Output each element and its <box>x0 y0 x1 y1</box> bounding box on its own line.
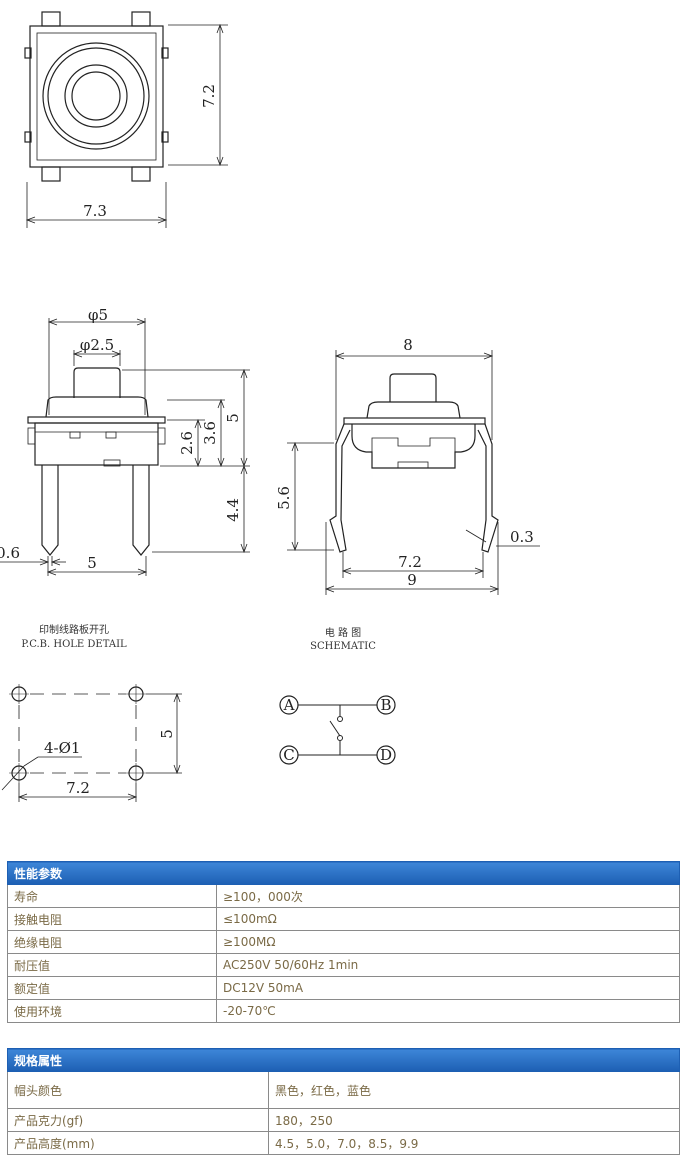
specs-table: 规格属性 帽头颜色黑色，红色，蓝色 产品克力(gf)180，250 产品高度(m… <box>7 1048 680 1155</box>
table-row: 使用环境-20-70℃ <box>7 999 680 1023</box>
pcb-pitch-y: 5 <box>158 729 176 739</box>
dim-height-3-6: 3.6 <box>201 421 219 445</box>
side-view <box>0 318 250 576</box>
terminal-d-label: D <box>380 746 392 764</box>
dim-lead-span: 9 <box>407 571 417 589</box>
row-label: 接触电阻 <box>7 907 217 931</box>
dim-lead-pitch: 7.2 <box>398 553 422 571</box>
row-value: ≥100MΩ <box>216 930 680 954</box>
table-row: 接触电阻≤100mΩ <box>7 907 680 931</box>
dim-top-height: 7.2 <box>200 84 218 108</box>
schematic-title-en: SCHEMATIC <box>310 641 376 652</box>
dim-cap-diameter: φ5 <box>88 306 108 324</box>
terminal-b-label: B <box>380 696 391 714</box>
row-value: 180，250 <box>268 1108 680 1132</box>
row-label: 寿命 <box>7 884 217 908</box>
row-label: 耐压值 <box>7 953 217 977</box>
row-label: 产品高度(mm) <box>7 1131 269 1155</box>
dim-body-width: 8 <box>403 336 413 354</box>
dim-lead-height: 5.6 <box>275 486 293 510</box>
terminal-a-label: A <box>283 696 295 714</box>
top-view <box>24 11 228 228</box>
row-value: ≤100mΩ <box>216 907 680 931</box>
table-row: 产品高度(mm)4.5，5.0，7.0，8.5，9.9 <box>7 1131 680 1155</box>
table-row: 产品克力(gf)180，250 <box>7 1108 680 1132</box>
terminal-c-label: C <box>283 746 294 764</box>
schematic-diagram <box>279 695 396 765</box>
technical-drawing: 7.3 7.2 <box>0 11 540 802</box>
dim-pin-pitch: 5 <box>87 554 97 572</box>
table-row: 帽头颜色黑色，红色，蓝色 <box>7 1071 680 1109</box>
pcb-pitch-x: 7.2 <box>66 779 90 797</box>
row-value: DC12V 50mA <box>216 976 680 1000</box>
row-label: 使用环境 <box>7 999 217 1023</box>
dim-top-width: 7.3 <box>83 202 107 220</box>
dim-height-2-6: 2.6 <box>178 431 196 455</box>
performance-header: 性能参数 <box>7 861 680 885</box>
row-value: -20-70℃ <box>216 999 680 1023</box>
pcb-hole-spec: 4-Ø1 <box>44 739 80 757</box>
dim-pin-width: 0.6 <box>0 544 20 562</box>
row-value: 黑色，红色，蓝色 <box>268 1071 680 1109</box>
pcb-hole-detail <box>1 684 182 802</box>
dim-stem-diameter: φ2.5 <box>80 336 114 354</box>
row-label: 帽头颜色 <box>7 1071 269 1109</box>
row-label: 额定值 <box>7 976 217 1000</box>
performance-table: 性能参数 寿命≥100，000次 接触电阻≤100mΩ 绝缘电阻≥100MΩ 耐… <box>7 861 680 1023</box>
row-value: ≥100，000次 <box>216 884 680 908</box>
pcb-title-en: P.C.B. HOLE DETAIL <box>21 639 127 650</box>
pcb-title-cn: 印制线路板开孔 <box>39 623 109 636</box>
row-label: 绝缘电阻 <box>7 930 217 954</box>
row-label: 产品克力(gf) <box>7 1108 269 1132</box>
table-row: 寿命≥100，000次 <box>7 884 680 908</box>
row-value: 4.5，5.0，7.0，8.5，9.9 <box>268 1131 680 1155</box>
row-value: AC250V 50/60Hz 1min <box>216 953 680 977</box>
front-view <box>287 350 540 595</box>
dim-height-5: 5 <box>224 413 242 423</box>
table-row: 绝缘电阻≥100MΩ <box>7 930 680 954</box>
dim-lead-thickness: 0.3 <box>510 528 534 546</box>
schematic-title-cn: 电 路 图 <box>325 626 361 639</box>
specs-header: 规格属性 <box>7 1048 680 1072</box>
dim-pin-length: 4.4 <box>224 498 242 522</box>
